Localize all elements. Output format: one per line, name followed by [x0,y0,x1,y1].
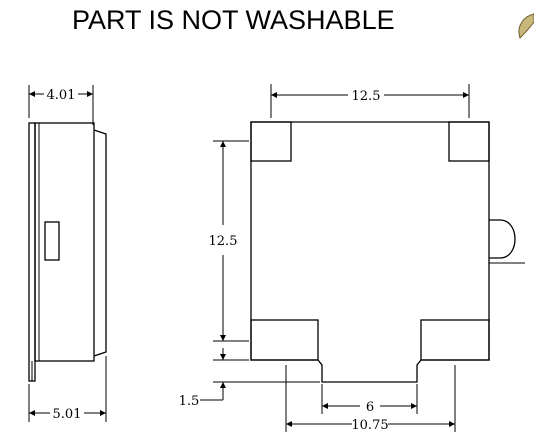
dimension-10-75: 10.75 [285,365,456,433]
pad-top-right [448,121,490,162]
side-bump [489,219,516,259]
dimension-label-offset: 1.5 [179,394,200,409]
side-view [28,122,107,382]
drawing-title: PART IS NOT WASHABLE [72,5,395,35]
dimension-top-12-5: 12.5 [270,84,470,118]
pad-bottom-left [250,319,319,361]
dimension-label-left-height: 12.5 [209,234,238,249]
dimension-label-side-bottom: 5.01 [53,407,82,422]
dimension-5-01: 5.01 [28,356,107,422]
side-front-lip [93,129,107,357]
partial-leaf-graphic [518,13,534,39]
dimension-label-bottom-width: 10.75 [351,418,388,433]
dimension-label-top-width: 12.5 [352,89,381,104]
dimension-1-5: 1.5 [179,348,320,409]
dimension-4-01: 4.01 [28,85,94,125]
front-view [250,121,525,383]
side-connector [44,221,60,261]
dimension-label-notch-width: 6 [366,400,374,415]
pad-bottom-right [420,319,490,361]
side-back-plate [28,122,36,382]
dimension-6: 6 [321,384,418,415]
pad-top-left [250,121,292,162]
side-body [34,122,95,362]
dimension-left-12-5: 12.5 [209,140,249,342]
dimension-label-side-top: 4.01 [47,88,76,103]
